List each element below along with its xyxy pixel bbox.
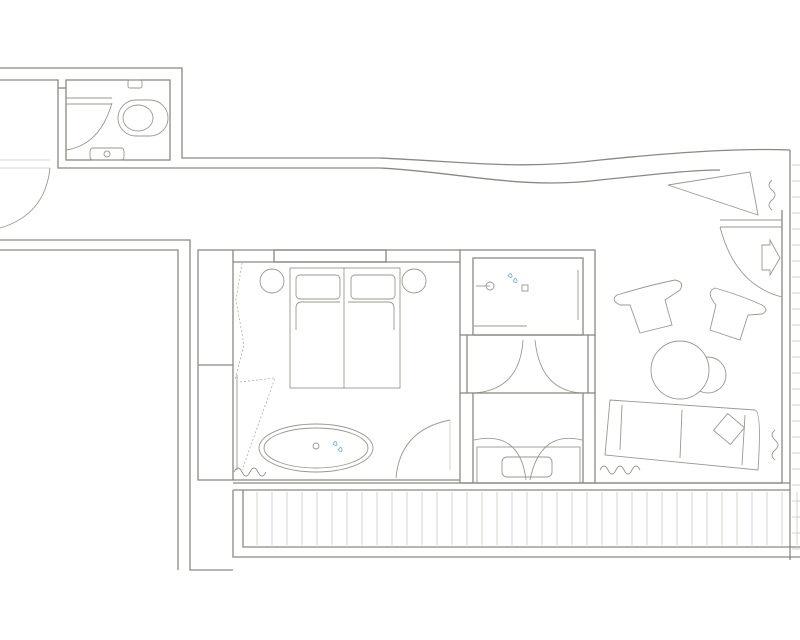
living-room bbox=[595, 150, 791, 560]
toilet bbox=[117, 79, 169, 137]
deck bbox=[232, 482, 800, 558]
right-balcony bbox=[792, 164, 800, 550]
sofa bbox=[604, 399, 760, 471]
left-room bbox=[0, 239, 233, 571]
corridor bbox=[0, 67, 791, 184]
coffee-table bbox=[650, 340, 727, 400]
wc-room bbox=[65, 79, 171, 161]
sink bbox=[89, 147, 125, 161]
armchair-right bbox=[709, 287, 767, 341]
armchair-left bbox=[613, 279, 683, 334]
cushion bbox=[712, 412, 746, 446]
corridor-door bbox=[0, 159, 51, 229]
bathtub bbox=[258, 423, 374, 473]
bedroom bbox=[197, 249, 460, 481]
nightstand-right bbox=[401, 268, 427, 294]
bedroom-door bbox=[395, 419, 451, 479]
bed bbox=[289, 267, 401, 389]
nightstand-left bbox=[259, 268, 285, 294]
washbasin bbox=[501, 456, 553, 478]
deck-slats bbox=[256, 492, 798, 545]
bathroom-block bbox=[459, 249, 596, 484]
entrance-arrow-icon bbox=[761, 238, 781, 277]
